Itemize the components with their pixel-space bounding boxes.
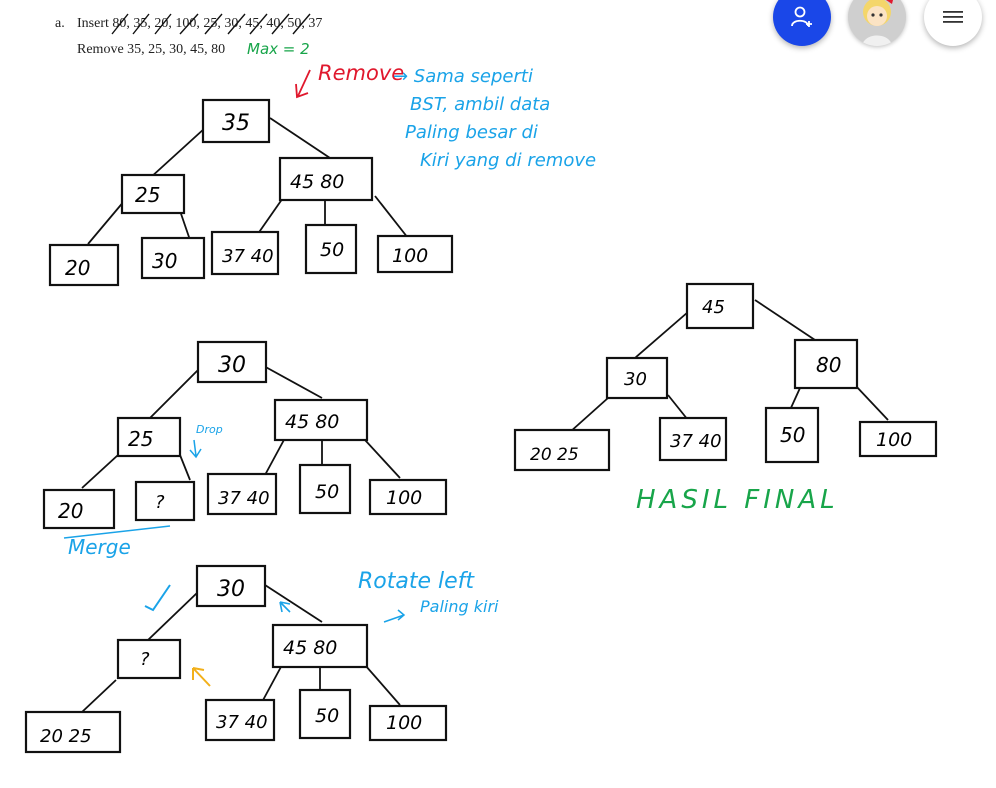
tree3-right-node [271,623,369,669]
tree4-root-node [685,282,755,330]
tree-3: 30 ? 45 80 20 25 37 40 50 100 [24,564,448,754]
tree3-leaf-label-50: 50 [315,705,339,727]
tree4-root-label: 45 [702,297,725,318]
remove-line: Remove 35, 25, 30, 45, 80 [77,42,226,57]
tree2-leaf-37-40 [206,472,278,516]
menu-icon [943,11,963,23]
question-label: a. [55,16,65,31]
tree1-leaf-label-100: 100 [392,245,428,267]
tree2-root-label: 30 [218,353,246,378]
tree2-right-label: 45 80 [285,411,339,433]
tree1-right-label: 45 80 [290,171,344,193]
tree3-leaf-label-20-25: 20 25 [40,726,92,747]
tree3-leaf-label-37-40: 37 40 [216,712,268,733]
tree3-leaf-100 [368,704,448,742]
tree2-leaf-label-50: 50 [315,481,339,503]
merge-underline [63,525,171,539]
final-annotation: HASIL FINAL [636,485,839,515]
tree4-right-label: 80 [816,353,841,377]
tree2-root-node [196,340,268,384]
tree3-root-node [195,564,267,608]
tree4-right-node [793,338,859,390]
rotate-arrow-orange [192,667,211,687]
rotate-annotation: Rotate left [358,569,475,594]
tree4-leaf-label-37-40: 37 40 [670,431,722,452]
remove-explain-3: Paling besar di [405,122,538,143]
tree-1: 35 25 45 80 20 30 37 40 50 100 [48,98,454,287]
tree3-leaf-50 [298,688,352,740]
tree4-leaf-20-25 [513,428,611,472]
rotate-sub-arrow [383,609,406,623]
tree3-left-node [116,638,182,680]
tree1-right-node [278,156,374,202]
check-mark [144,584,171,612]
remove-annotation: Remove [318,61,404,85]
tree1-leaf-20 [48,243,120,287]
tree4-left-label: 30 [624,369,647,390]
tree1-leaf-100 [376,234,454,274]
tree4-leaf-37-40 [658,416,728,462]
avatar[interactable] [848,0,906,46]
tree2-left-node [116,416,182,458]
remove-explain-4: Kiri yang di remove [420,150,596,171]
tree1-root-label: 35 [222,111,250,136]
tree1-left-label: 25 [135,183,160,207]
tree2-leaf-label-37-40: 37 40 [218,488,270,509]
tree4-leaf-label-100: 100 [876,429,912,451]
tree2-left-label: 25 [128,427,153,451]
strike-marks [111,13,311,35]
tree3-leaf-20-25 [24,710,122,754]
tree2-leaf-label-empty: ? [155,492,165,513]
tree2-leaf-label-100: 100 [386,487,422,509]
tree2-leaf-100 [368,478,448,516]
tree1-leaf-label-50: 50 [320,239,344,261]
remove-explain-2: BST, ambil data [410,94,550,115]
tree3-right-label: 45 80 [283,637,337,659]
tree-2: 30 25 45 80 20 ? 37 40 50 100 [42,340,448,530]
tree3-leaf-37-40 [204,698,276,742]
remove-arrow [295,69,311,99]
tree1-leaf-label-37-40: 37 40 [222,246,274,267]
add-user-icon [791,6,812,27]
drop-arrow [189,439,202,459]
tree4-leaf-100 [858,420,938,458]
merge-annotation: Merge [68,535,131,559]
tree4-leaf-label-20-25: 20 25 [530,445,579,465]
rotate-arrow-small [279,601,291,613]
tree1-leaf-label-30: 30 [152,249,177,273]
tree2-right-node [273,398,369,442]
tree1-leaf-30 [140,236,206,280]
menu-button[interactable] [924,0,982,46]
tree1-left-node [120,173,186,215]
tree2-leaf-20 [42,488,116,530]
tree4-leaf-label-50: 50 [780,423,805,447]
tree1-leaf-50 [304,223,358,275]
remove-explain-1: → Sama seperti [393,66,533,87]
tree3-leaf-label-100: 100 [386,712,422,734]
tree4-leaf-50 [764,406,820,464]
rotate-sub-annotation: Paling kiri [420,597,499,616]
add-user-button[interactable] [773,0,831,46]
drop-annotation: Drop [196,423,223,436]
avatar-image [848,0,906,46]
tree2-leaf-empty [134,480,196,522]
tree2-leaf-50 [298,463,352,515]
tree3-root-label: 30 [217,577,245,602]
tree2-leaf-label-20: 20 [58,499,83,523]
tree1-leaf-37-40 [210,230,280,276]
tree4-left-node [605,356,669,400]
tree1-leaf-label-20: 20 [65,256,90,280]
tree1-root-node [201,98,271,144]
tree3-left-label: ? [140,649,150,670]
max-note: Max = 2 [247,40,310,58]
tree-4-final: 45 30 80 20 25 37 40 50 100 [513,282,938,472]
